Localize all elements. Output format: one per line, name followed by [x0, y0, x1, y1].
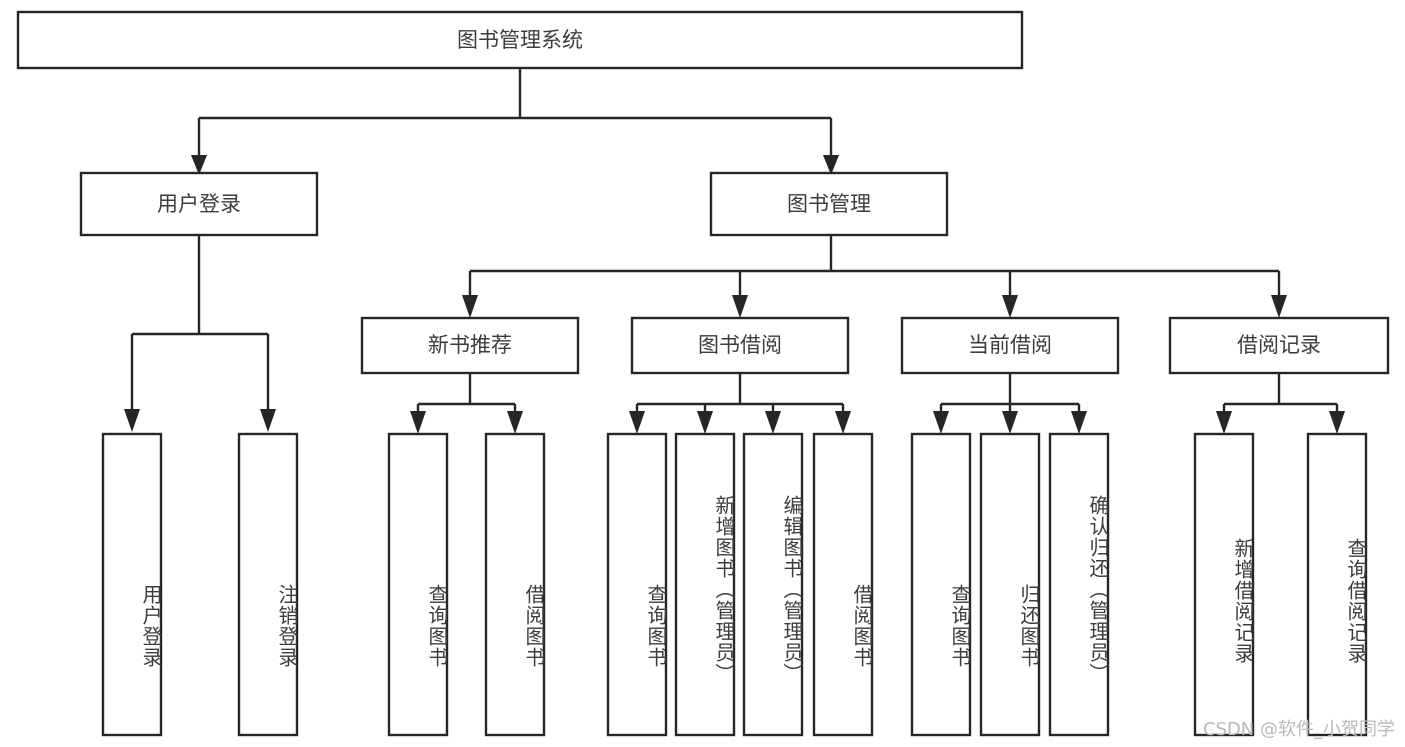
arrow-head-userlogin-0	[124, 409, 140, 432]
arrow-head-bookmgmt-1	[732, 295, 748, 318]
node-leaf-currentborrow-confirm[interactable]	[1048, 432, 1110, 737]
node-user-login[interactable]	[79, 171, 319, 237]
node-borrow-record[interactable]	[1168, 316, 1390, 375]
node-current-borrow-label: 当前借阅	[968, 333, 1052, 357]
node-leaf-newbook-borrow[interactable]	[484, 432, 546, 737]
arrow-head-newbook-1	[507, 411, 523, 434]
node-leaf-bookborrow-edit[interactable]	[742, 432, 804, 737]
connectors-group	[124, 68, 1345, 434]
node-new-book-recommend[interactable]	[360, 316, 580, 375]
arrow-head-bookborrow-3	[835, 411, 851, 434]
node-book-borrow[interactable]	[630, 316, 850, 375]
node-user-login-label: 用户登录	[157, 192, 241, 216]
csdn-watermark: CSDN @软件_小贺同学	[1202, 719, 1395, 740]
arrow-head-bookborrow-2	[765, 411, 781, 434]
node-leaf-user-login-login[interactable]	[101, 432, 163, 737]
arrow-head-bookborrow-0	[629, 411, 645, 434]
node-leaf-newbook-query[interactable]	[387, 432, 449, 737]
node-current-borrow[interactable]	[900, 316, 1120, 375]
arrow-head-currentborrow-1	[1002, 411, 1018, 434]
arrow-head-bookmgmt-3	[1271, 295, 1287, 318]
arrow-head-bookborrow-1	[697, 411, 713, 434]
node-leaf-bookborrow-query[interactable]	[606, 432, 668, 737]
arrow-head-currentborrow-0	[933, 411, 949, 434]
node-leaf-borrowrecord-add[interactable]	[1193, 432, 1255, 737]
node-leaf-borrowrecord-query[interactable]	[1306, 432, 1368, 737]
node-leaf-currentborrow-return[interactable]	[979, 432, 1041, 737]
node-book-borrow-label: 图书借阅	[698, 333, 782, 357]
arrow-head-borrowrecord-1	[1329, 411, 1345, 434]
arrow-head-bookmgmt-2	[1002, 295, 1018, 318]
node-book-management[interactable]	[709, 171, 949, 237]
node-book-management-label: 图书管理	[787, 192, 871, 216]
node-new-book-recommend-label: 新书推荐	[428, 333, 512, 357]
nodes-group: 图书管理系统 用户登录 图书管理 新书推荐 图书借阅 当前借阅 借阅记录	[16, 10, 1390, 737]
arrow-head-borrowrecord-0	[1216, 411, 1232, 434]
node-leaf-user-login-logout[interactable]	[237, 432, 299, 737]
node-leaf-currentborrow-query[interactable]	[910, 432, 972, 737]
node-leaf-bookborrow-add[interactable]	[674, 432, 736, 737]
arrow-head-level1-0	[191, 155, 207, 175]
node-borrow-record-label: 借阅记录	[1237, 333, 1321, 357]
arrow-head-currentborrow-2	[1071, 411, 1087, 434]
node-leaf-bookborrow-borrow[interactable]	[812, 432, 874, 737]
arrow-head-bookmgmt-0	[462, 295, 478, 318]
node-root[interactable]	[16, 10, 1024, 70]
node-root-label: 图书管理系统	[457, 28, 583, 52]
arrow-head-newbook-0	[410, 411, 426, 434]
arrow-head-userlogin-1	[260, 409, 276, 432]
arrow-head-level1-1	[823, 155, 839, 175]
